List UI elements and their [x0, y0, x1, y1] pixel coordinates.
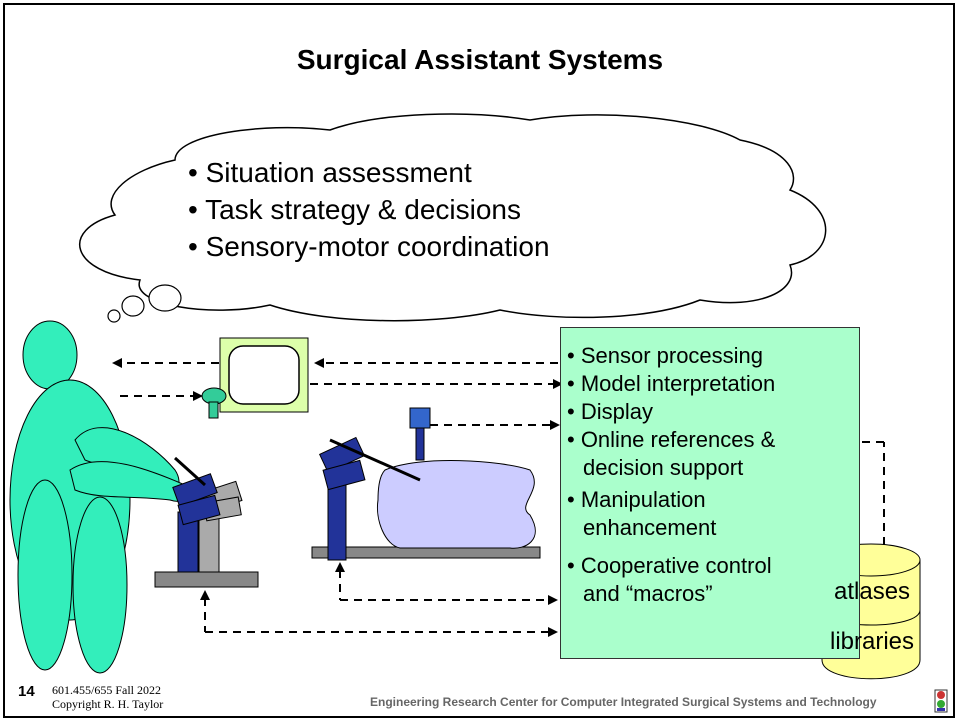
course-info: 601.455/655 Fall 2022 Copyright R. H. Ta… [52, 683, 163, 711]
thought-bubble-medium [121, 295, 145, 317]
dashed-arrows [120, 362, 885, 633]
course-code: 601.455/655 Fall 2022 [52, 683, 162, 697]
cloud-list: • Situation assessment • Task strategy &… [188, 154, 550, 265]
copyright: Copyright R. H. Taylor [52, 697, 164, 711]
cloud-item: • Situation assessment [188, 157, 472, 188]
page-number: 14 [18, 683, 35, 700]
cloud-item: • Task strategy & decisions [188, 194, 521, 225]
function-item: • Online references & [567, 427, 776, 452]
function-box [560, 327, 860, 659]
footer-organization: Engineering Research Center for Computer… [370, 695, 877, 709]
function-item: • Sensor processing [567, 343, 764, 368]
camera [201, 387, 227, 419]
database-label-libraries: libraries [830, 628, 915, 655]
erc-logo [934, 689, 948, 713]
function-item: • Cooperative control [567, 553, 772, 578]
patient-station [311, 407, 541, 561]
function-item: decision support [583, 455, 744, 480]
monitor [219, 337, 309, 413]
function-item: • Display [567, 399, 653, 424]
thought-cloud [78, 113, 827, 322]
function-list: • Sensor processing • Model interpretati… [567, 342, 775, 608]
thought-bubble-large [148, 284, 182, 312]
function-item: and “macros” [583, 581, 713, 606]
function-item: • Manipulation [567, 487, 706, 512]
thought-bubble-small [107, 309, 121, 323]
slide-frame [3, 3, 955, 718]
cloud-item: • Sensory-motor coordination [188, 231, 550, 262]
slide-title: Surgical Assistant Systems [296, 44, 664, 75]
function-item: enhancement [583, 515, 717, 540]
function-item: • Model interpretation [567, 371, 776, 396]
surgeon-figure [9, 320, 190, 674]
master-robot [154, 456, 259, 588]
database-label-atlases: atlases [834, 578, 911, 605]
